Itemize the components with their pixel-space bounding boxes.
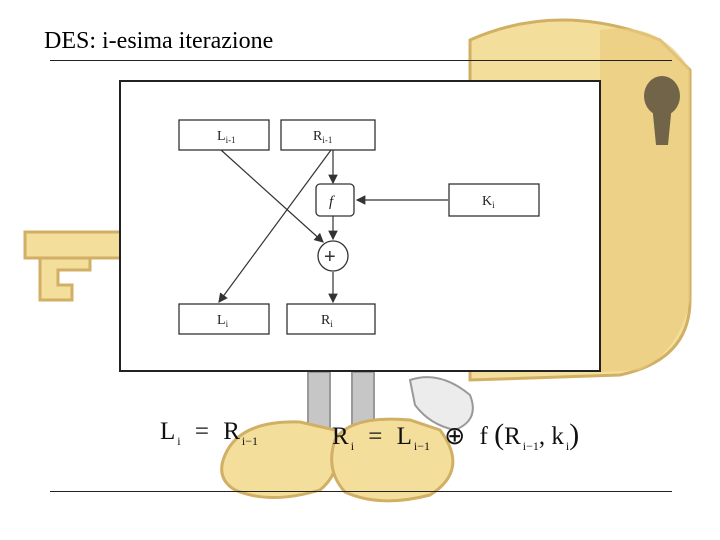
box-key-sub: i [492, 200, 495, 210]
box-r-next-main: R [321, 313, 331, 328]
slide-title: DES: i-esima iterazione [44, 28, 274, 54]
box-l-prev: Li-1 [178, 119, 270, 151]
svg-text:Ri-1: Ri-1 [313, 129, 332, 145]
formula-right-a: R [504, 423, 521, 450]
diagram-frame: Li-1 Ri-1 f Ki [119, 80, 601, 372]
formula-right-fn: f [479, 423, 488, 450]
box-r-prev: Ri-1 [280, 119, 376, 151]
box-r-prev-sub: i-1 [322, 135, 332, 145]
function-f-label: f [329, 194, 335, 210]
formula-right-b: k [551, 423, 564, 450]
box-r-next: Ri [286, 303, 376, 335]
formula-left-lhs: L [160, 418, 176, 445]
formula-left-lhs-sub: i [177, 434, 181, 448]
arrow-r-prev-to-l-next [218, 149, 332, 303]
svg-text:Li: Li [217, 313, 229, 329]
box-l-next-main: L [217, 313, 226, 328]
xor-symbol: + [324, 246, 336, 268]
box-l-prev-sub: i-1 [226, 135, 236, 145]
formula-right-t1: L [396, 423, 412, 450]
arrow-l-prev-to-xor [220, 149, 324, 243]
formula-left-rhs-sub: i−1 [241, 434, 259, 448]
formula-right-lhs: R [332, 423, 349, 450]
formula-right-open: ( [494, 418, 505, 451]
formula-right-comma: , [538, 423, 546, 450]
feistel-round-diagram: Li-1 Ri-1 f Ki [178, 119, 540, 335]
box-l-prev-main: L [217, 129, 226, 144]
formula-left-rhs: R [223, 418, 240, 445]
box-l-next: Li [178, 303, 270, 335]
svg-text:Ki: Ki [482, 194, 495, 210]
box-key: Ki [448, 183, 540, 217]
formula-right-xor: ⊕ [444, 423, 466, 450]
function-f-box: f [315, 183, 355, 217]
formula-right-eq: = [368, 423, 383, 450]
svg-text:Ri: Ri [321, 313, 333, 329]
formula-right-lhs-sub: i [350, 439, 355, 453]
box-key-main: K [482, 194, 492, 209]
svg-text:Li-1: Li-1 [217, 129, 236, 145]
bottom-rule [50, 491, 672, 492]
formula-right-t1-sub: i−1 [413, 439, 431, 453]
box-l-next-sub: i [226, 319, 229, 329]
box-r-prev-main: R [313, 129, 323, 144]
title-underline [50, 60, 672, 61]
formula-right-b-sub: i [565, 439, 570, 453]
formula-left-eq: = [194, 418, 209, 445]
box-r-next-sub: i [330, 319, 333, 329]
xor-node: + [317, 240, 349, 272]
formula-right-close: ) [569, 418, 580, 451]
formula-right-a-sub: i−1 [522, 439, 539, 453]
